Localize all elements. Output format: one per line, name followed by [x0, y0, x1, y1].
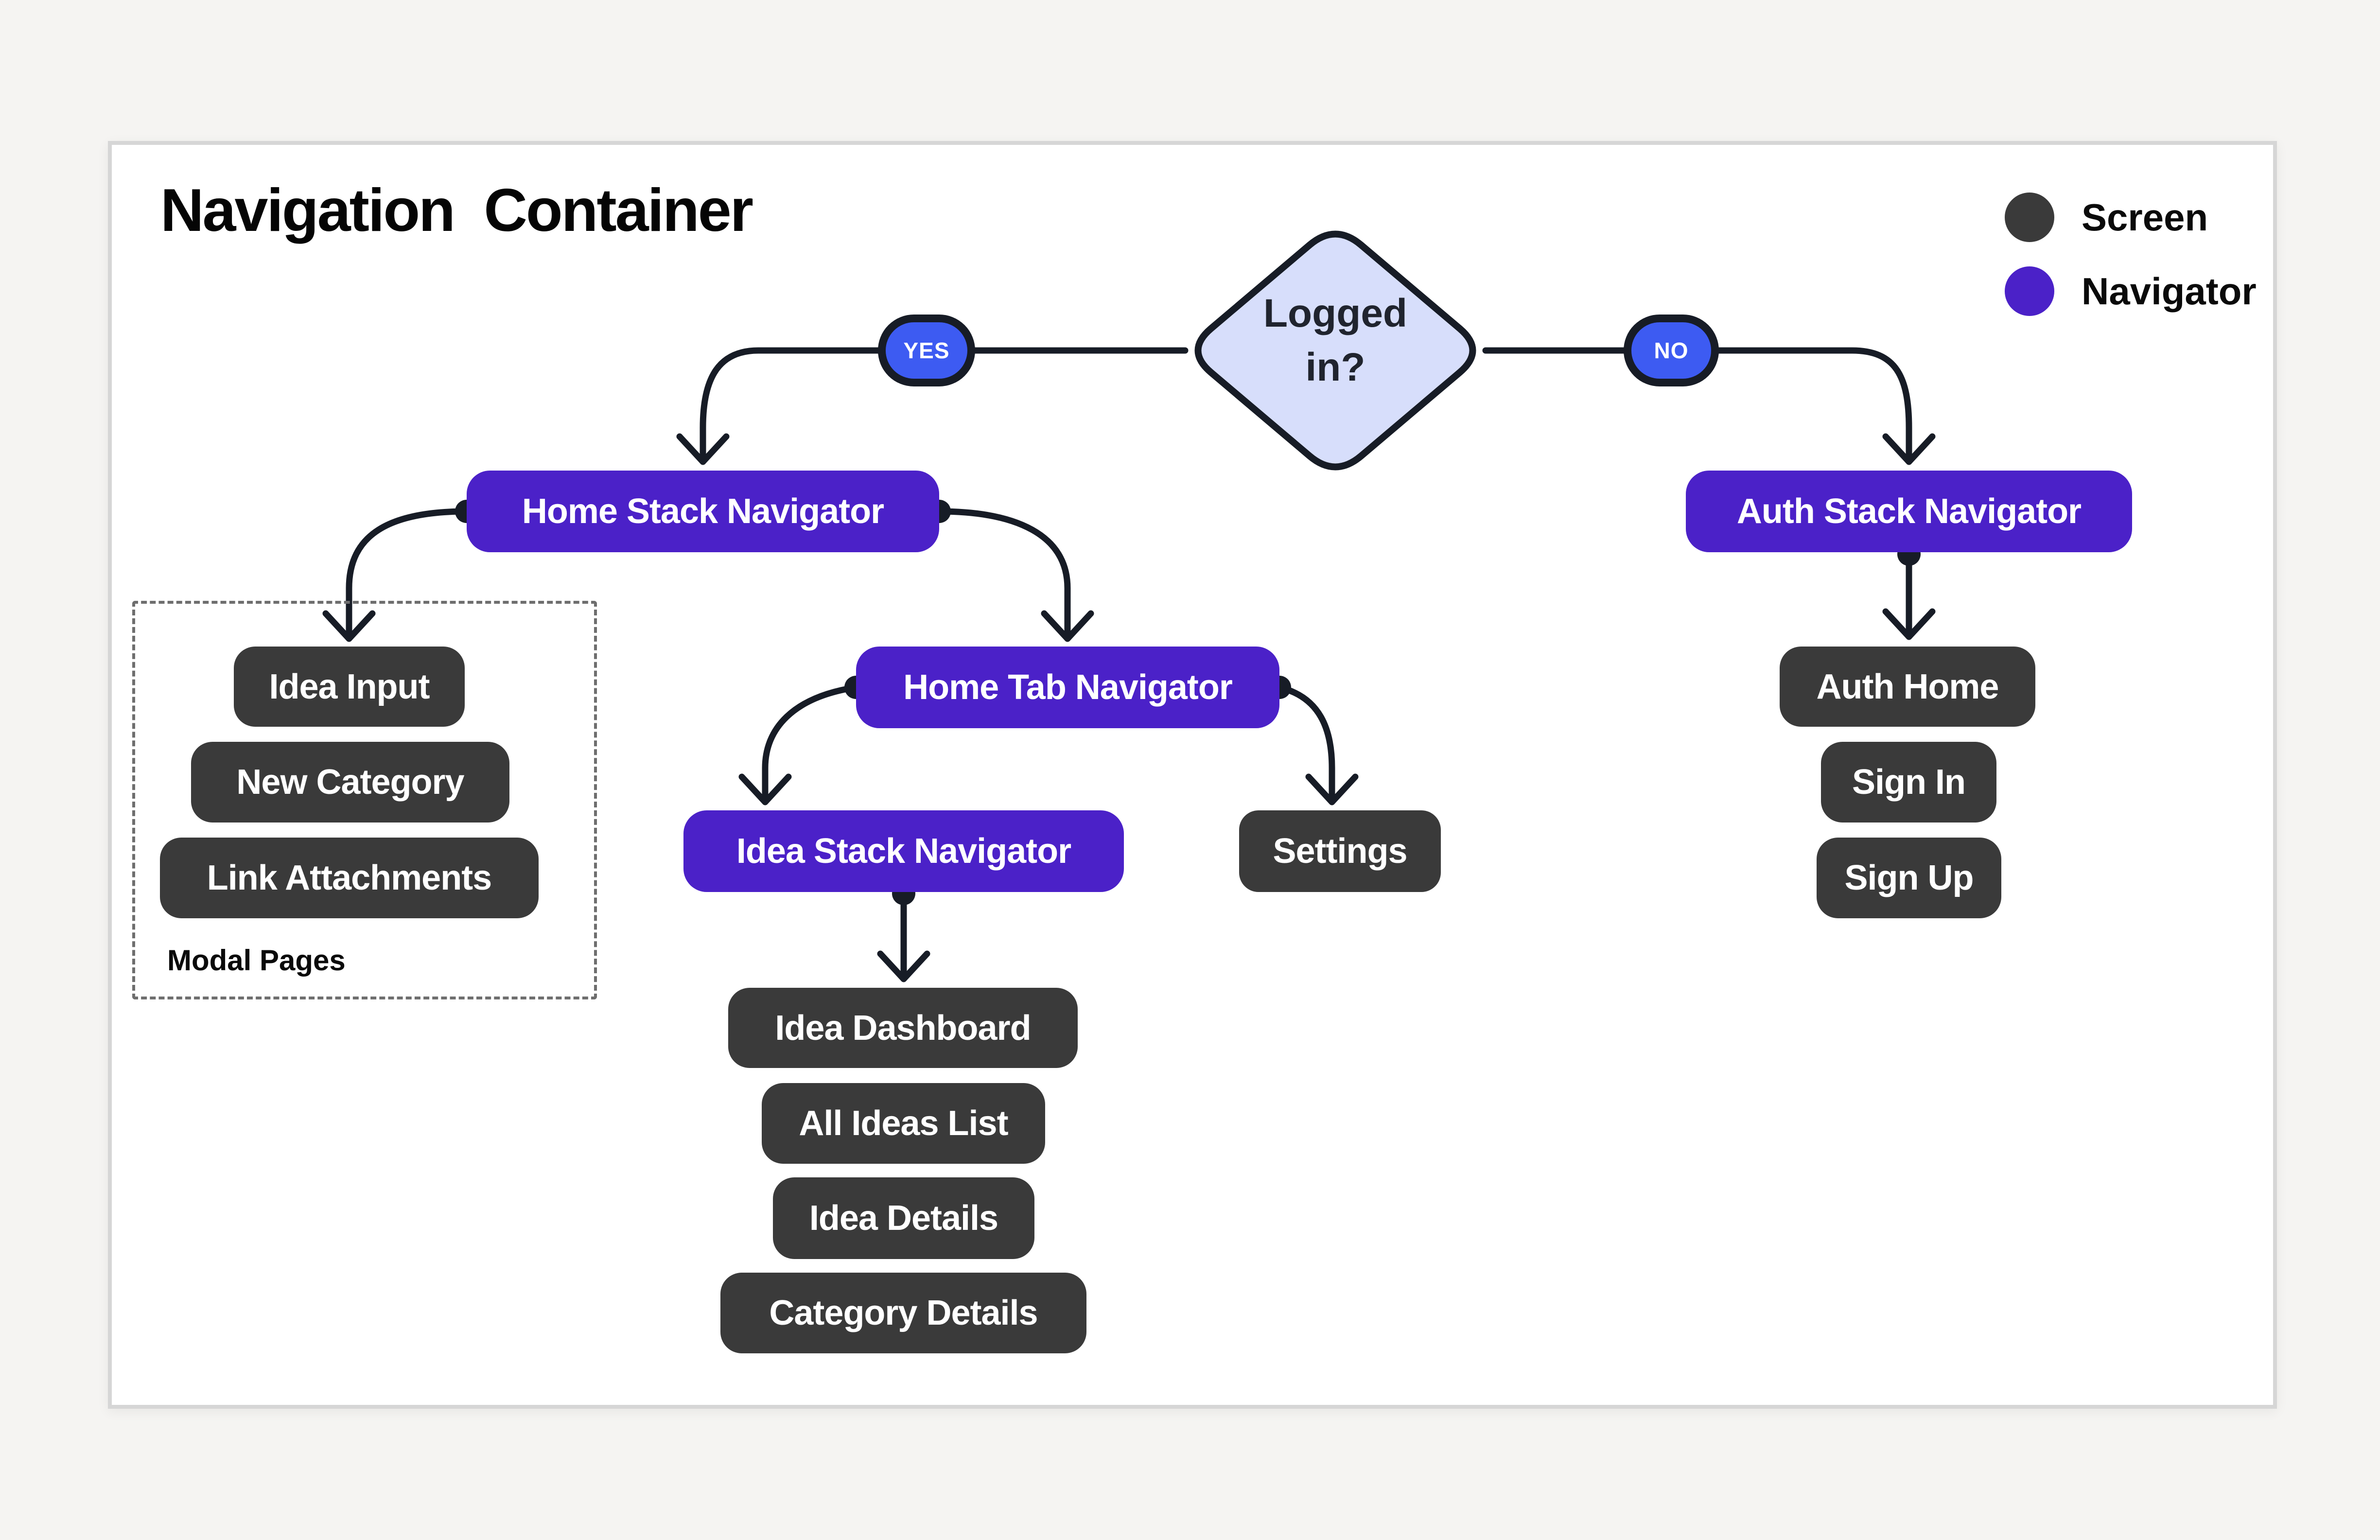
- navigator-legend-dot-icon: [2005, 266, 2054, 316]
- legend-row-screen: Screen: [2005, 192, 2257, 242]
- node-new-category: New Category: [191, 742, 509, 822]
- decision-logged-in-label: Logged in?: [1263, 291, 1408, 389]
- node-idea-dashboard: Idea Dashboard: [728, 988, 1078, 1068]
- node-home-tab-navigator: Home Tab Navigator: [856, 647, 1279, 728]
- page-title: Navigation Container: [160, 177, 753, 244]
- node-link-attachments: Link Attachments: [160, 838, 539, 918]
- branch-label-no: NO: [1624, 315, 1719, 386]
- arrowhead-idea-stack-icon: [738, 773, 792, 805]
- legend-row-navigator: Navigator: [2005, 266, 2257, 316]
- node-sign-up: Sign Up: [1817, 838, 2001, 918]
- arrowhead-dashboard-icon: [877, 950, 930, 982]
- arrowhead-settings-icon: [1305, 773, 1359, 805]
- legend-screen-label: Screen: [2082, 195, 2208, 239]
- arrowhead-auth-home-icon: [1882, 608, 1936, 640]
- legend: Screen Navigator: [2005, 192, 2257, 316]
- modal-pages-group: Modal Pages: [132, 601, 597, 999]
- node-settings: Settings: [1239, 810, 1441, 892]
- node-idea-stack-navigator: Idea Stack Navigator: [683, 810, 1124, 892]
- arrowhead-yes-icon: [676, 433, 730, 465]
- edge-home-stack-to-home-tab: [936, 508, 1071, 639]
- modal-pages-label: Modal Pages: [167, 944, 346, 977]
- edge-home-tab-to-settings: [1276, 684, 1335, 803]
- edge-home-tab-to-idea-stack: [762, 684, 859, 803]
- edge-home-stack-to-modal: [346, 508, 470, 639]
- screen-legend-dot-icon: [2005, 192, 2054, 242]
- decision-diamond-shape: [1194, 230, 1476, 471]
- branch-label-yes: YES: [878, 315, 975, 386]
- node-home-stack-navigator: Home Stack Navigator: [467, 471, 939, 552]
- arrowhead-no-icon: [1882, 433, 1936, 465]
- edge-yes-to-home-stack: [700, 347, 1189, 462]
- arrowhead-home-tab-icon: [1041, 610, 1094, 642]
- node-sign-in: Sign In: [1821, 742, 1996, 822]
- node-idea-details: Idea Details: [773, 1177, 1034, 1259]
- node-category-details: Category Details: [720, 1273, 1086, 1353]
- legend-navigator-label: Navigator: [2082, 269, 2257, 313]
- arrowhead-modal-icon: [322, 610, 376, 642]
- edge-no-to-auth-stack: [1482, 347, 1912, 462]
- node-auth-home: Auth Home: [1780, 647, 2035, 727]
- node-idea-input: Idea Input: [234, 647, 465, 727]
- node-all-ideas-list: All Ideas List: [762, 1083, 1045, 1164]
- node-auth-stack-navigator: Auth Stack Navigator: [1686, 471, 2132, 552]
